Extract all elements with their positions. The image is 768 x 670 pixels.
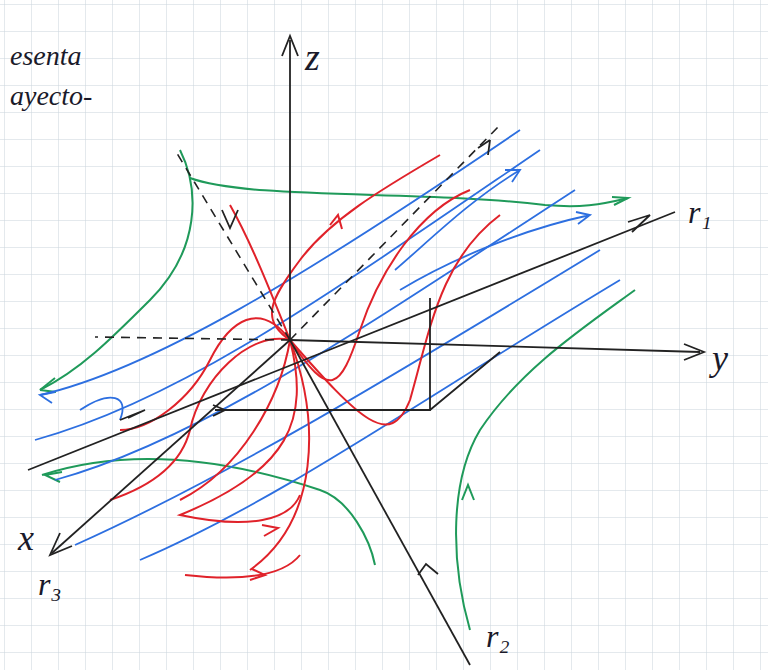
line-label: r₂: [486, 620, 510, 652]
margin-text: esenta: [10, 42, 82, 70]
line-label: r₁: [688, 196, 712, 228]
line-label: r₃: [38, 568, 62, 600]
axis-label: z: [305, 38, 320, 76]
axis-label: x: [18, 520, 34, 556]
margin-text: ayecto-: [10, 82, 92, 110]
axis-label: y: [712, 340, 728, 376]
